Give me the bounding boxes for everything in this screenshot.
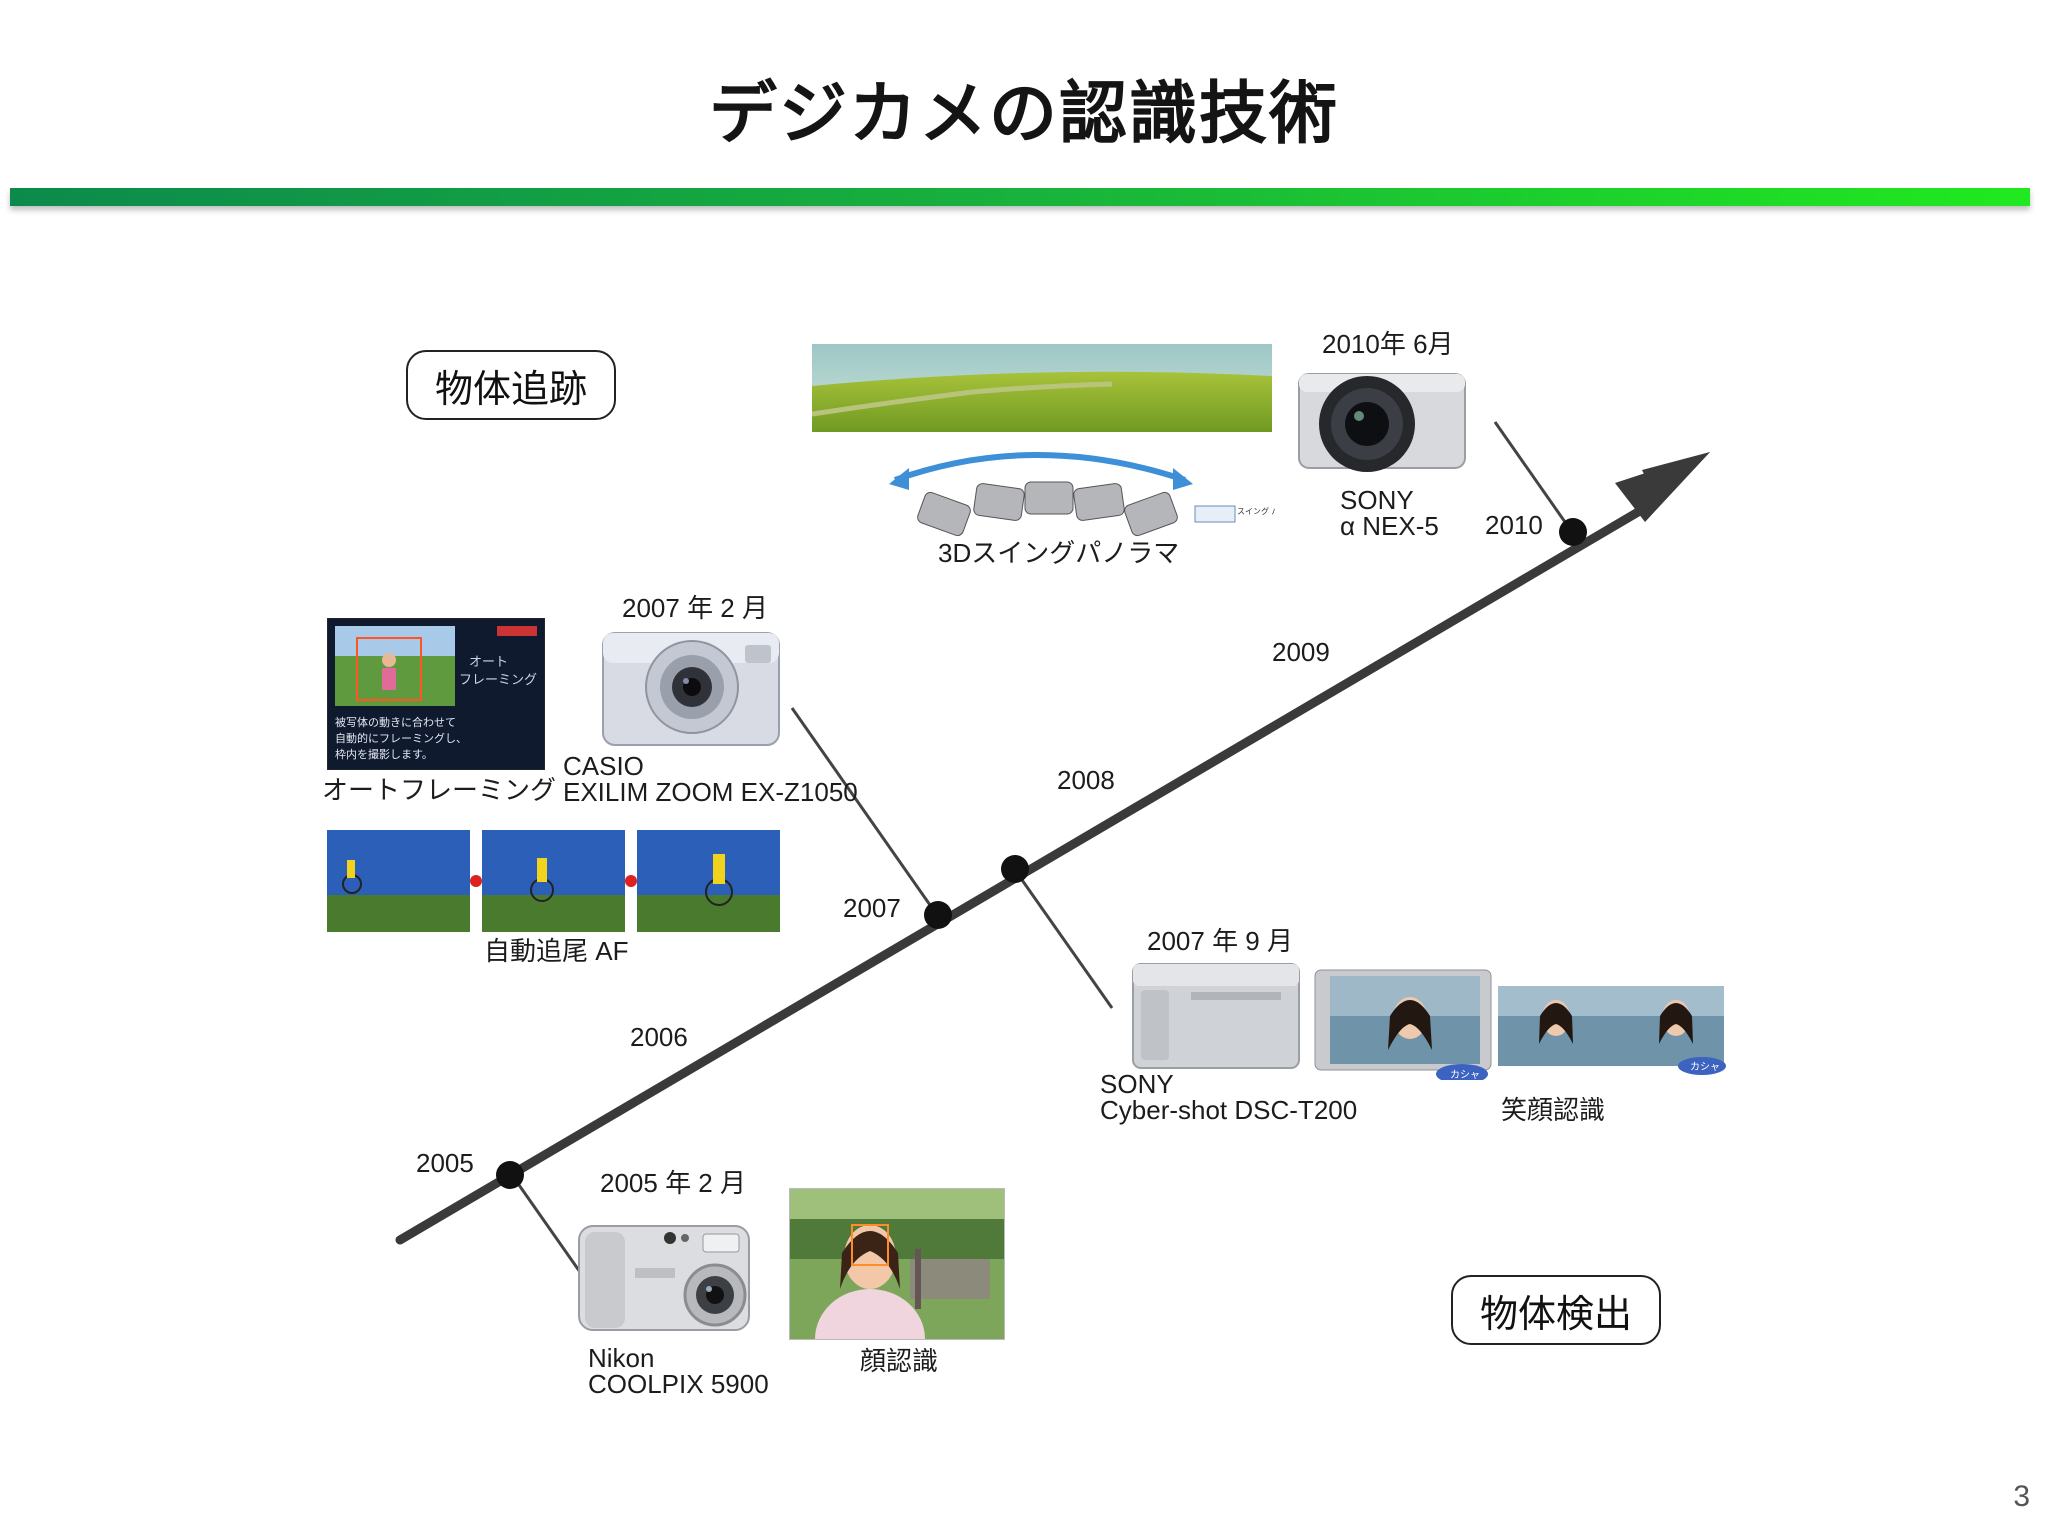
- connector-sony-nex: [1493, 421, 1574, 533]
- feature-label-face: 顔認識: [860, 1346, 939, 1376]
- event-date-nikon: 2005 年 2 月: [600, 1168, 746, 1198]
- category-box-detection: 物体検出: [1451, 1275, 1661, 1345]
- event-maker-sony-nex: SONY: [1340, 485, 1414, 515]
- year-label-2009: 2009: [1272, 637, 1330, 667]
- arrowhead-fill: [1615, 452, 1710, 522]
- swing-panorama-illustration: スイング パノラマ: [889, 452, 1275, 537]
- event-date-sony-nex: 2010年 6月: [1322, 329, 1454, 359]
- event-maker-sony-t200: SONY: [1100, 1069, 1174, 1099]
- year-label-2007: 2007: [843, 893, 901, 923]
- feature-label-auto-framing: オートフレーミング: [322, 775, 557, 805]
- event-maker-nikon: Nikon: [588, 1343, 655, 1373]
- timeline-dot-2007-sep: [1001, 855, 1029, 883]
- event-date-sony-t200: 2007 年 9 月: [1147, 926, 1293, 956]
- feature-label-smile: 笑顔認識: [1501, 1095, 1606, 1125]
- sony-nex5-camera-image: [1298, 373, 1466, 472]
- timeline-dot-2007-feb: [924, 901, 952, 929]
- auto-framing-screen-image: オート フレーミング 被写体の動きに合わせて 自動的にフレーミングし、 枠内を撮…: [327, 618, 545, 770]
- screen-caption-line1: 被写体の動きに合わせて: [335, 715, 456, 729]
- shutter-label-1: カシャ: [1450, 1069, 1480, 1080]
- auto-tracking-af-sequence: [327, 830, 780, 932]
- casio-camera-image: [602, 632, 780, 746]
- feature-label-auto-tracking-af: 自動追尾 AF: [484, 936, 629, 966]
- header-divider: [10, 188, 2030, 206]
- sony-t200-camera-image: [1132, 963, 1300, 1069]
- face-recognition-photo: [789, 1188, 1005, 1340]
- page-number: 3: [2013, 1480, 2030, 1513]
- year-label-2006: 2006: [630, 1022, 688, 1052]
- event-model-casio: EXILIM ZOOM EX-Z1050: [563, 777, 858, 807]
- panorama-landscape-photo: [812, 344, 1272, 432]
- event-maker-casio: CASIO: [563, 751, 644, 781]
- screen-caption-line2: 自動的にフレーミングし、: [335, 731, 467, 745]
- event-date-casio: 2007 年 2 月: [622, 593, 768, 623]
- shutter-label-2: カシャ: [1690, 1061, 1720, 1073]
- timeline-dot-2010: [1559, 518, 1587, 546]
- event-model-sony-t200: Cyber-shot DSC-T200: [1100, 1095, 1358, 1125]
- screen-caption-line3: 枠内を撮影します。: [335, 747, 433, 761]
- screen-label-framing: フレーミング: [459, 673, 537, 688]
- year-label-2010: 2010: [1485, 510, 1543, 540]
- connector-nikon: [510, 1174, 582, 1273]
- event-model-sony-nex: α NEX-5: [1340, 511, 1439, 541]
- feature-label-panorama: 3Dスイングパノラマ: [938, 538, 1180, 568]
- connector-sony-t200: [1013, 869, 1114, 1009]
- smile-recognition-image: カシャ カシャ: [1314, 969, 1726, 1080]
- screen-label-auto: オート: [469, 655, 508, 670]
- event-model-nikon: COOLPIX 5900: [588, 1369, 769, 1399]
- nikon-camera-image: [578, 1225, 750, 1331]
- category-box-tracking: 物体追跡: [406, 350, 616, 420]
- swing-label: スイング パノラマ: [1237, 506, 1275, 516]
- page-title: デジカメの認識技術: [708, 75, 1339, 154]
- year-label-2005: 2005: [416, 1148, 474, 1178]
- timeline-dot-2005: [496, 1161, 524, 1189]
- year-label-2008: 2008: [1057, 765, 1115, 795]
- connector-casio: [790, 707, 939, 916]
